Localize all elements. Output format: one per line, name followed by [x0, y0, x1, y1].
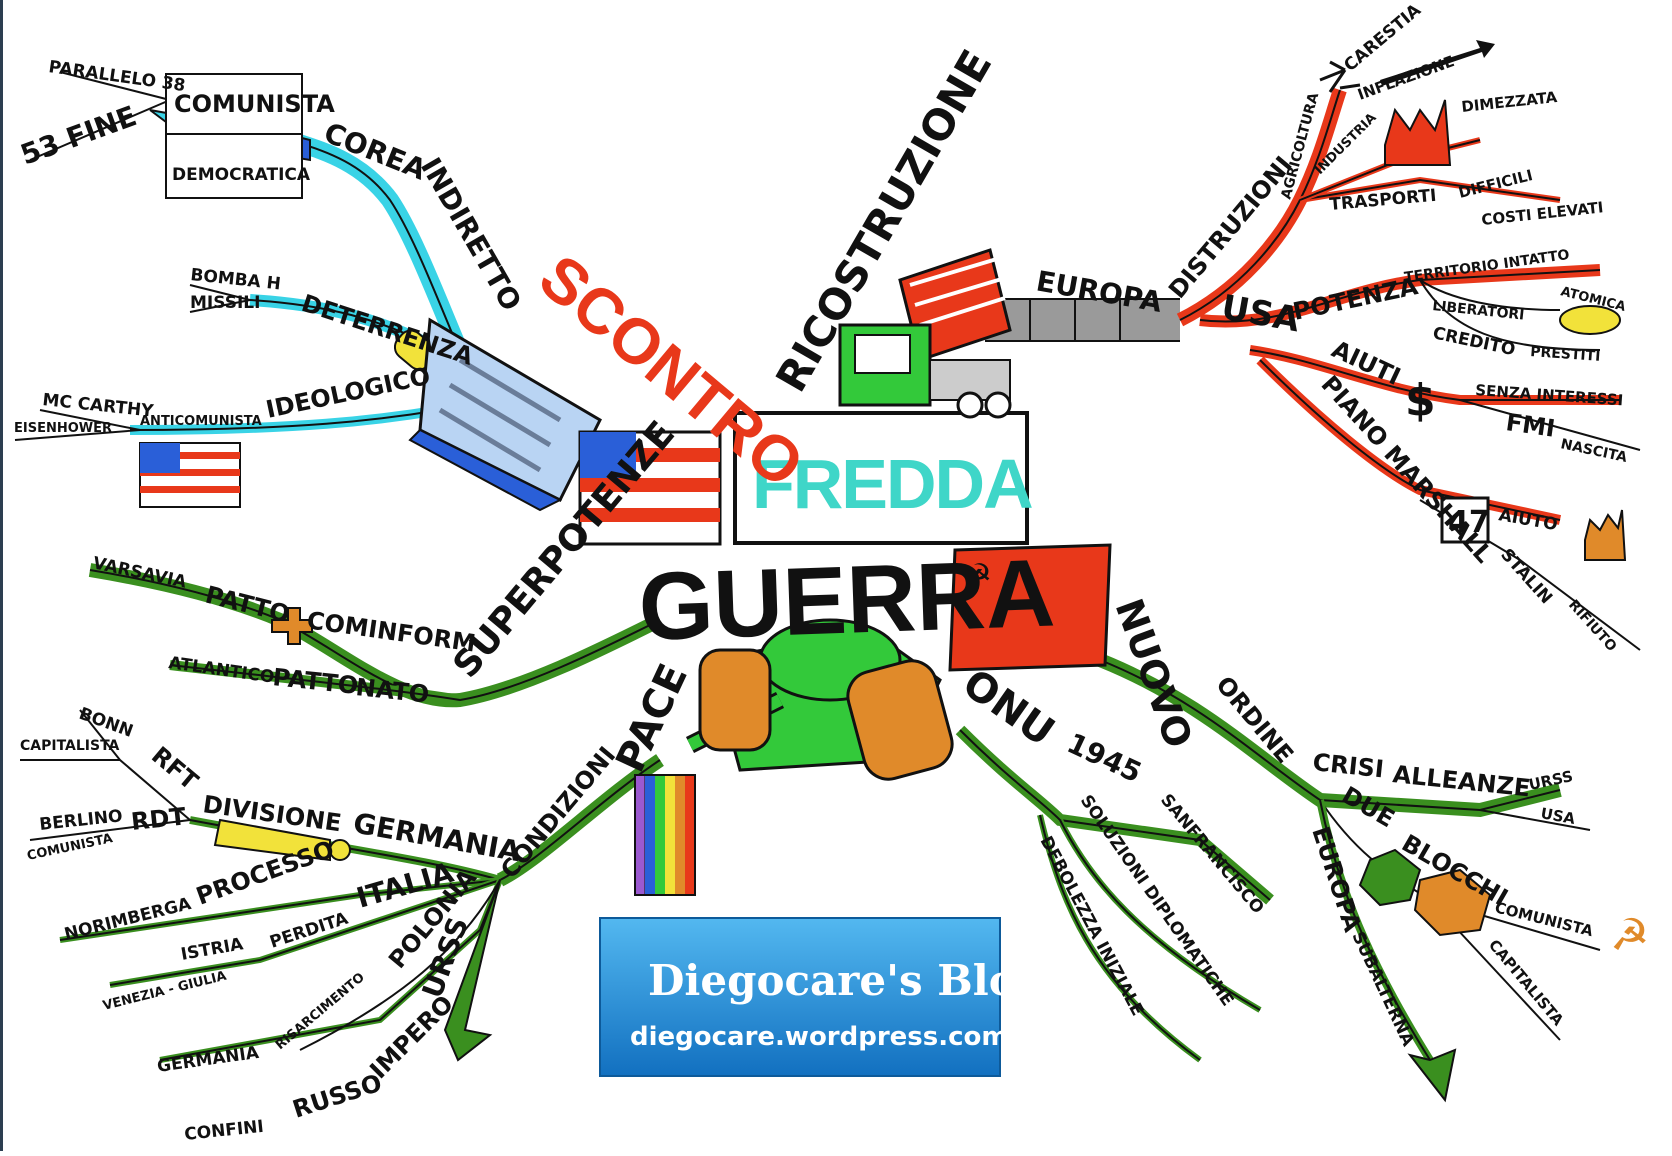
- label-53-fine: 53 FINE: [16, 99, 141, 171]
- branch-title-pace: PACE: [607, 657, 697, 779]
- label-usa-alleanze: USA: [1539, 804, 1577, 828]
- label-rft: RFT: [146, 741, 204, 796]
- label-capitalista-blocchi: CAPITALISTA: [1485, 936, 1567, 1029]
- label-norimberga: NORIMBERGA: [62, 894, 194, 945]
- label-comunista-corea: COMUNISTA: [174, 90, 335, 118]
- label-europa-nuovo: EUROPA: [1306, 823, 1366, 935]
- label-stalin: STALIN: [1496, 545, 1556, 608]
- label-nato: NATO: [354, 673, 430, 709]
- label-crisi: CRISI: [1311, 748, 1385, 783]
- label-sanfrancisco: SANFRANCISCO: [1156, 790, 1268, 918]
- label-potenza: POTENZA: [1290, 272, 1420, 326]
- label-rdt: RDT: [130, 802, 188, 836]
- label-democratica: DEMOCRATICA: [172, 165, 311, 185]
- label-prestiti: PRESTITI: [1530, 344, 1601, 365]
- label-atlantico: ATLANTICO: [167, 653, 275, 688]
- label-patto-varsavia: PATTO: [203, 581, 293, 629]
- blog-banner[interactable]: Diegocare's Blog diegocare.wordpress.com: [600, 918, 1046, 1076]
- label-istria: ISTRIA: [179, 934, 245, 965]
- label-germania-risarcimento: GERMANIA: [156, 1043, 261, 1077]
- factory-small-icon: [1585, 510, 1625, 560]
- label-missili: MISSILI: [190, 293, 260, 313]
- label-bonn: BONN: [76, 704, 135, 742]
- us-flag-icon: [140, 443, 240, 507]
- label-eisenhower: EISENHOWER: [14, 421, 112, 436]
- label-carestia: CARESTIA: [1340, 0, 1425, 76]
- label-subalterna: SUBALTERNA: [1347, 929, 1418, 1050]
- label-russo: RUSSO: [289, 1069, 385, 1124]
- peace-flag-icon: [635, 775, 695, 895]
- label-due: DUE: [1337, 781, 1399, 833]
- hammer-sickle-orange-icon: ☭: [1610, 910, 1649, 961]
- label-mccarthy: MC CARTHY: [41, 390, 155, 422]
- svg-text:$: $: [1405, 375, 1436, 426]
- label-confini: CONFINI: [183, 1117, 264, 1145]
- label-alleanze: ALLEANZE: [1391, 760, 1531, 802]
- label-comunista-germania: COMUNISTA: [26, 831, 114, 864]
- label-anticomunista: ANTICOMUNISTA: [140, 414, 262, 429]
- blog-url[interactable]: diegocare.wordpress.com: [630, 1022, 1009, 1052]
- label-soluzioni: SOLUZIONI DIPLOMATICHE: [1076, 791, 1237, 1010]
- label-costi-elevati: COSTI ELEVATI: [1481, 198, 1605, 229]
- label-dimezzata: DIMEZZATA: [1461, 88, 1559, 116]
- label-parallelo: PARALLELO 38: [47, 57, 186, 96]
- label-senza-interessi: SENZA INTERESSI: [1475, 381, 1624, 409]
- factory-icon: [1385, 100, 1450, 165]
- label-varsavia: VARSAVIA: [91, 553, 189, 593]
- label-aiuto: AIUTO: [1497, 505, 1559, 535]
- label-fmi: FMI: [1504, 408, 1557, 443]
- frame-border: [0, 0, 3, 1151]
- dollar-icon: $: [1405, 375, 1436, 426]
- label-bomba: BOMBA H: [189, 265, 281, 294]
- label-liberatori: LIBERATORI: [1432, 298, 1526, 324]
- label-patto-nato: PATTO: [271, 663, 359, 700]
- label-impero: IMPERO: [364, 990, 459, 1085]
- label-nascita: NASCITA: [1559, 436, 1628, 466]
- blog-title: Diegocare's Blog: [648, 956, 1046, 1005]
- label-1945: 1945: [1062, 726, 1147, 789]
- center-guerra: GUERRA: [637, 540, 1056, 661]
- label-usa-ricostruzione: USA: [1218, 287, 1303, 340]
- label-capitalista-germania: CAPITALISTA: [20, 738, 120, 754]
- label-rifiuto: RIFIUTO: [1565, 597, 1620, 655]
